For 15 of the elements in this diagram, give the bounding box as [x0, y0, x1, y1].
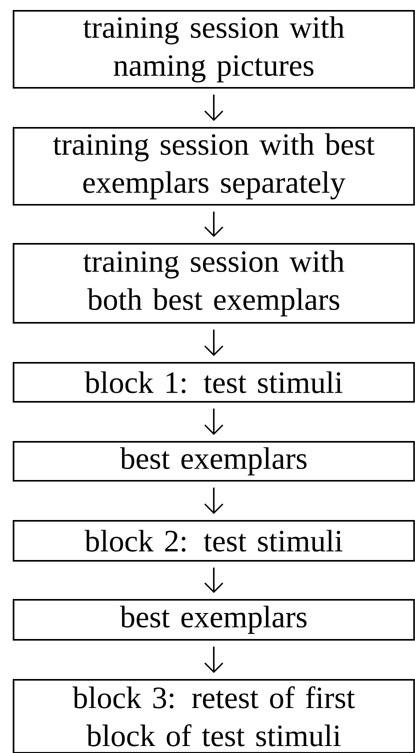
- arrow: [204, 94, 224, 122]
- arrow: [204, 330, 224, 356]
- process-box: block 1: test stimuli: [12, 362, 415, 403]
- arrow: [204, 488, 224, 514]
- process-box: training session with both best exemplars: [12, 243, 415, 324]
- arrow: [204, 408, 224, 435]
- process-box: best exemplars: [12, 599, 415, 641]
- process-box: best exemplars: [12, 441, 415, 482]
- process-box: block 3: retest of first block of test stimuli: [12, 679, 415, 753]
- process-box: training session with best exemplars separately: [12, 127, 415, 206]
- arrow: [204, 568, 224, 593]
- process-box: training session with naming pictures: [12, 10, 415, 89]
- process-box: block 2: test stimuli: [12, 520, 415, 562]
- arrow: [204, 646, 224, 673]
- arrow: [204, 212, 224, 237]
